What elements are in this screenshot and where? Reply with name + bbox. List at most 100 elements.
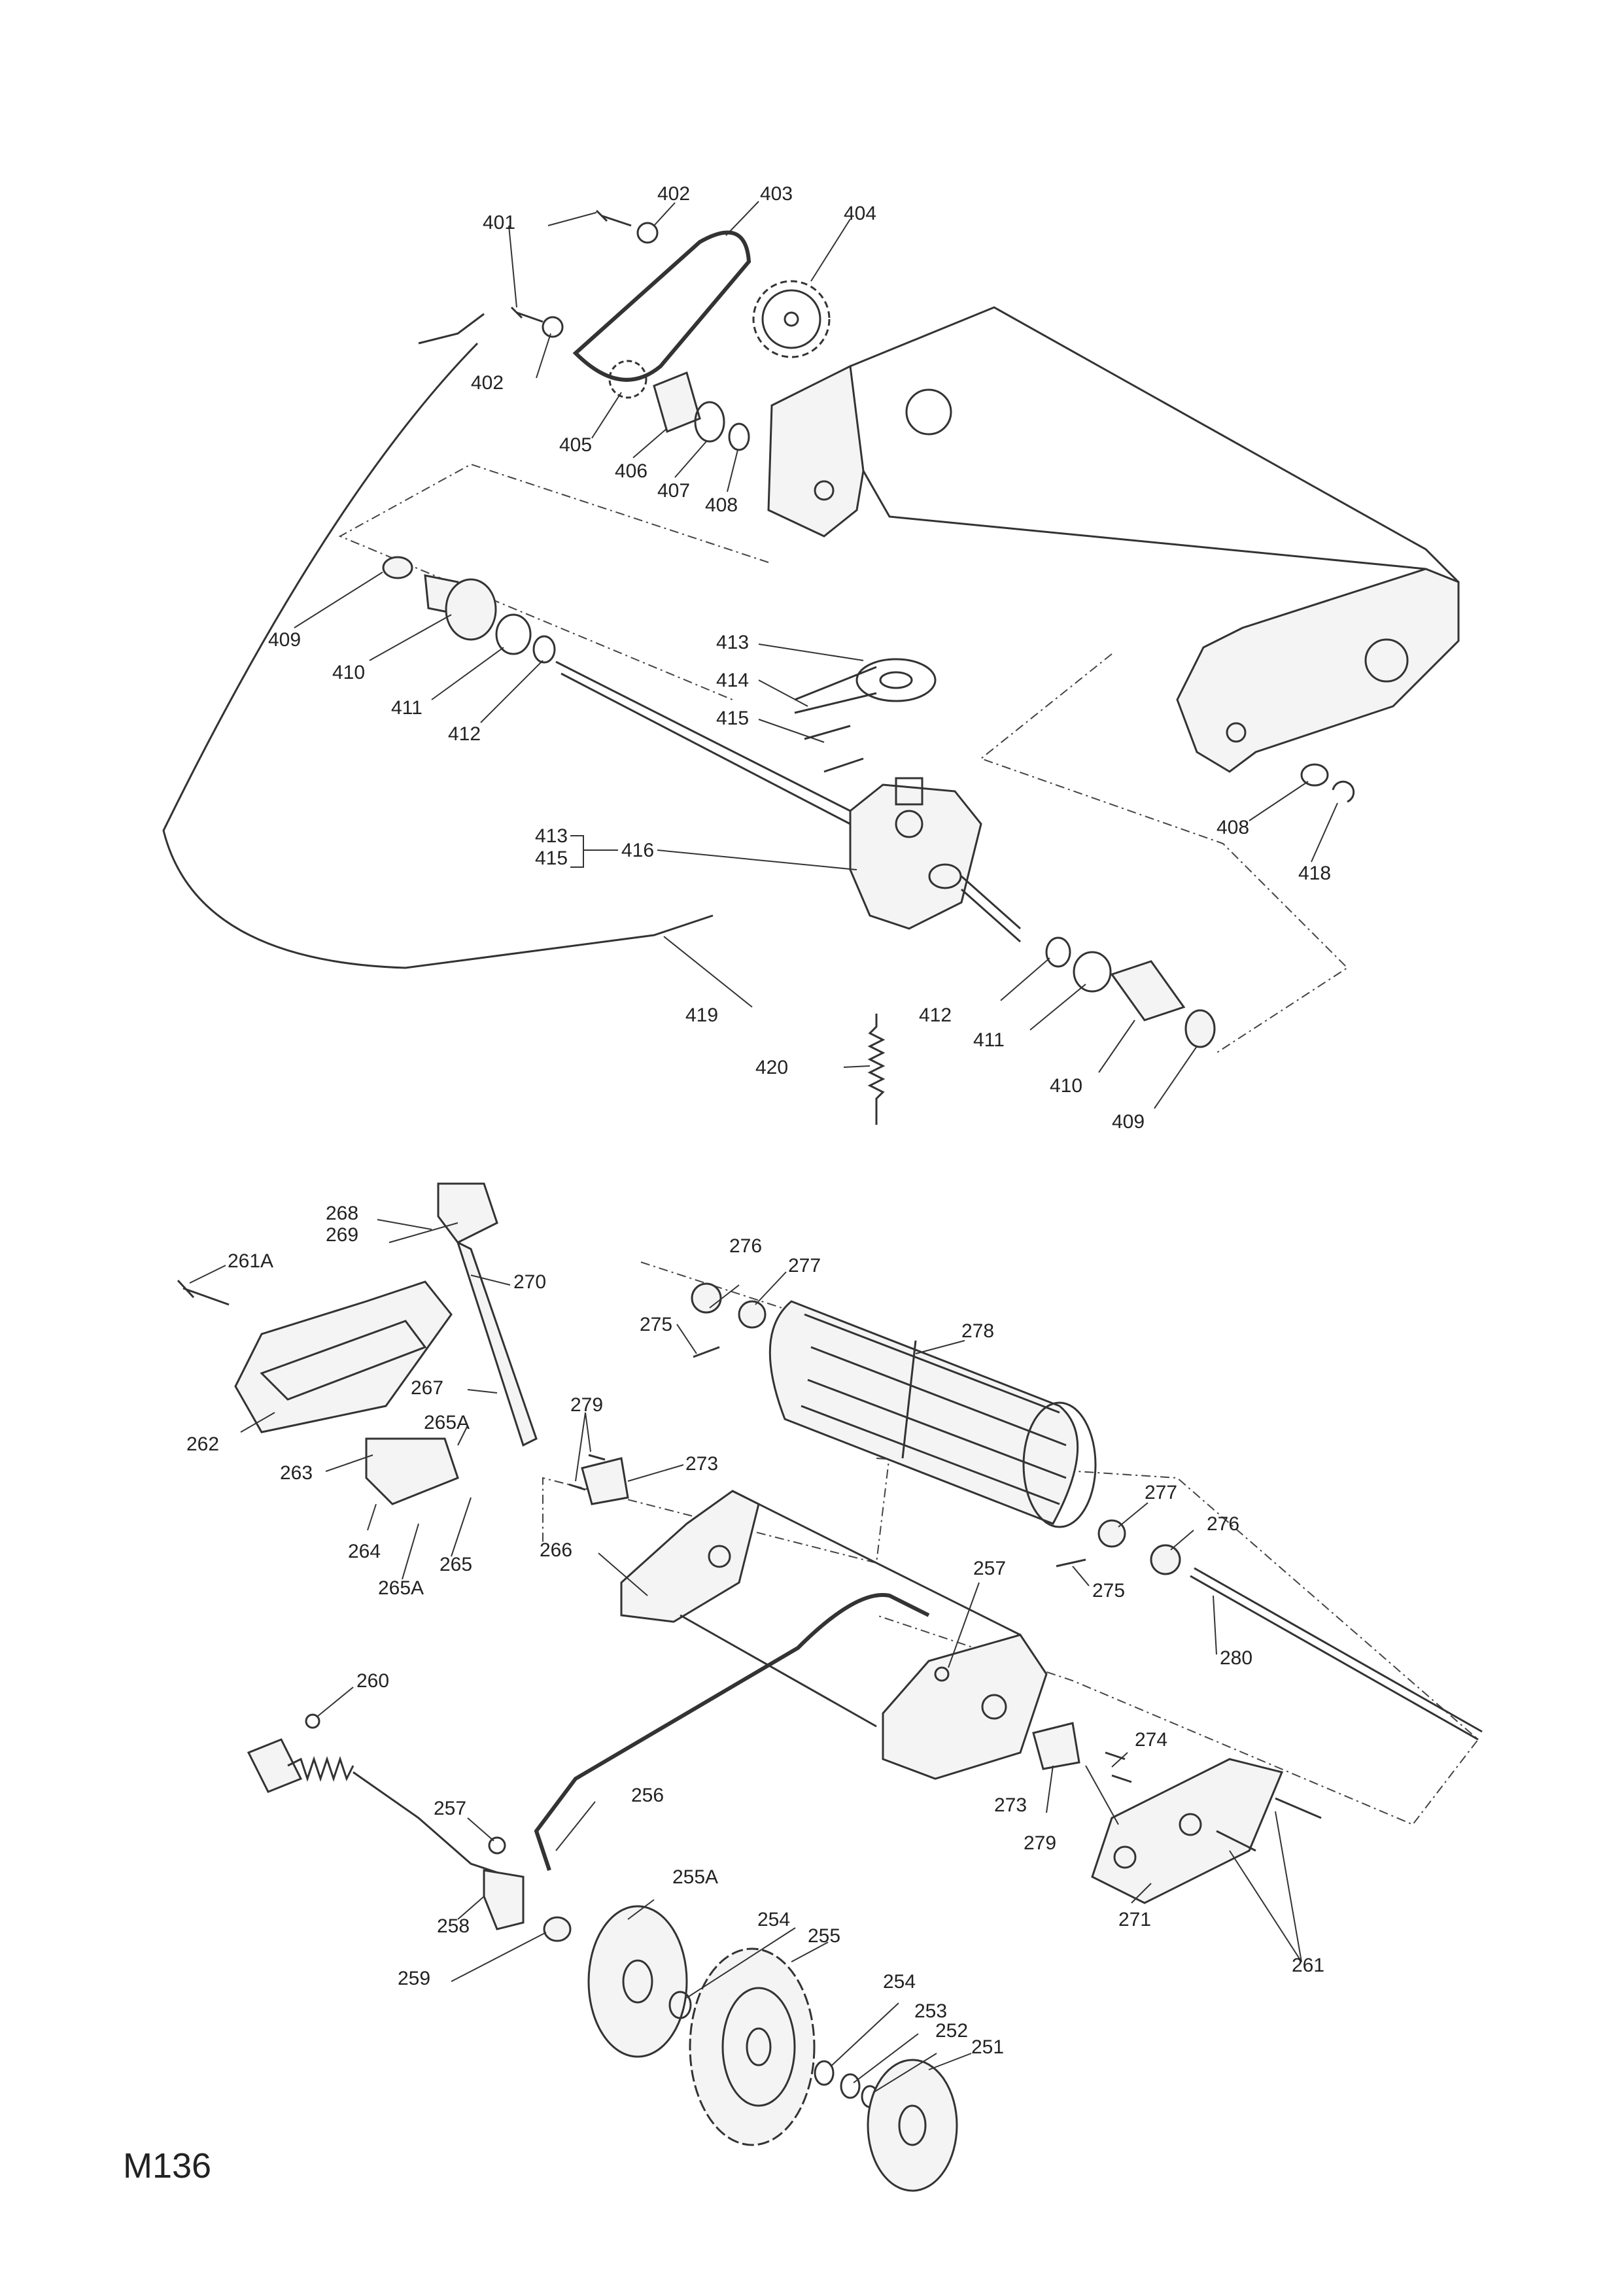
drive-frame-housing (767, 306, 1460, 773)
bearing-left (495, 613, 532, 655)
clip-260 (305, 1713, 320, 1729)
label-260: 260 (356, 1670, 389, 1692)
label-404: 404 (844, 203, 876, 224)
label-415-key: 415 (716, 708, 749, 729)
bolt-274 (1105, 1751, 1132, 1783)
roller-bearing-right (1150, 1544, 1181, 1575)
drive-dog-right (1110, 960, 1186, 1021)
lower-roller-assembly (177, 1182, 1483, 2192)
wheel-assembly (587, 1905, 958, 2192)
bearing-plate-left (581, 1457, 629, 1505)
roller-frame (620, 1490, 1048, 1780)
label-420: 420 (755, 1057, 788, 1078)
label-265: 265 (440, 1554, 472, 1575)
label-254-upper: 254 (757, 1909, 790, 1930)
upper-dashed-guide-right (979, 653, 1349, 1054)
washer-lower (542, 316, 564, 338)
label-266: 266 (540, 1539, 572, 1561)
spacer-bushing (653, 371, 701, 434)
label-269: 269 (326, 1224, 358, 1246)
label-408-upper: 408 (705, 494, 738, 516)
handle-bar (534, 1593, 930, 1871)
drive-roller (768, 1300, 1097, 1528)
label-402-upper: 402 (657, 183, 690, 205)
label-406: 406 (615, 460, 647, 482)
label-409-right: 409 (1112, 1111, 1145, 1133)
linkage-bar (456, 1241, 538, 1447)
label-401: 401 (483, 212, 515, 233)
label-410-left: 410 (332, 662, 365, 683)
label-262: 262 (186, 1433, 219, 1455)
label-280: 280 (1220, 1647, 1252, 1669)
flat-washer (694, 401, 725, 443)
label-254-lower: 254 (883, 1971, 916, 1993)
upper-drive-assembly (162, 209, 1460, 1125)
bearing-254-inner (668, 1991, 692, 2019)
brake-hub (483, 1869, 525, 1930)
bolt-upper (595, 209, 632, 227)
brake-rod (353, 1771, 511, 1878)
label-271: 271 (1118, 1909, 1151, 1930)
label-252: 252 (935, 2020, 968, 2042)
drive-cable (162, 342, 714, 969)
label-402-lower: 402 (471, 372, 504, 394)
bolt-261-upper (1275, 1797, 1322, 1819)
label-255A: 255A (672, 1866, 718, 1888)
roller-bearing-left (691, 1282, 722, 1314)
label-414: 414 (716, 670, 749, 691)
bolt-lower (510, 306, 544, 323)
label-277-right: 277 (1145, 1482, 1177, 1503)
label-278: 278 (961, 1320, 994, 1342)
outer-hubcap (867, 2059, 958, 2192)
washer-right (1300, 763, 1329, 787)
axle-cap-right (1184, 1009, 1216, 1048)
drive-cable-end (418, 313, 485, 345)
label-253: 253 (914, 2000, 947, 2022)
bolt-261A (177, 1279, 230, 1306)
pulley-belt-group (794, 658, 937, 773)
label-265A-lower: 265A (378, 1577, 424, 1599)
label-261: 261 (1292, 1955, 1324, 1976)
mounting-bracket (365, 1437, 459, 1505)
bolt-279-upper (588, 1454, 606, 1461)
small-sprocket (608, 360, 647, 399)
axle-shaft (555, 660, 851, 825)
label-408-right: 408 (1216, 817, 1249, 838)
wheel-tyre (689, 1947, 816, 2146)
brake-spring (287, 1756, 354, 1782)
side-cover-left (234, 1280, 453, 1433)
roller-pin-left (693, 1346, 720, 1358)
label-407: 407 (657, 480, 690, 502)
label-411-right: 411 (973, 1029, 1005, 1051)
bolt-279-lower (568, 1483, 586, 1491)
label-270: 270 (513, 1271, 546, 1293)
label-255: 255 (808, 1925, 840, 1947)
washer-253 (840, 2073, 861, 2099)
gearbox (849, 777, 1021, 943)
label-418: 418 (1298, 863, 1331, 884)
axle-cap-left (382, 556, 413, 579)
label-412-left: 412 (448, 723, 481, 745)
label-275-right: 275 (1092, 1580, 1125, 1602)
label-275-left: 275 (640, 1314, 672, 1335)
label-276-left: 276 (729, 1235, 762, 1257)
side-cover-left-inner (260, 1320, 427, 1401)
label-251: 251 (971, 2036, 1004, 2058)
circlip-right (1045, 936, 1071, 968)
label-409-left: 409 (268, 629, 301, 651)
bearing-plate-right (1032, 1722, 1080, 1770)
label-261A: 261A (228, 1250, 273, 1272)
label-413-pulley: 413 (716, 632, 749, 653)
label-259: 259 (398, 1968, 430, 1989)
leader-lines (189, 201, 1338, 2093)
label-257-lower: 257 (434, 1798, 466, 1819)
label-258: 258 (437, 1915, 470, 1937)
retaining-ring-upper (728, 422, 750, 451)
bolt-261-lower (1216, 1830, 1256, 1852)
label-257-upper: 257 (973, 1558, 1006, 1579)
roller-hub-left (738, 1300, 767, 1329)
label-256: 256 (631, 1785, 664, 1806)
label-419: 419 (685, 1004, 718, 1026)
roller-pin-right (1056, 1558, 1086, 1568)
